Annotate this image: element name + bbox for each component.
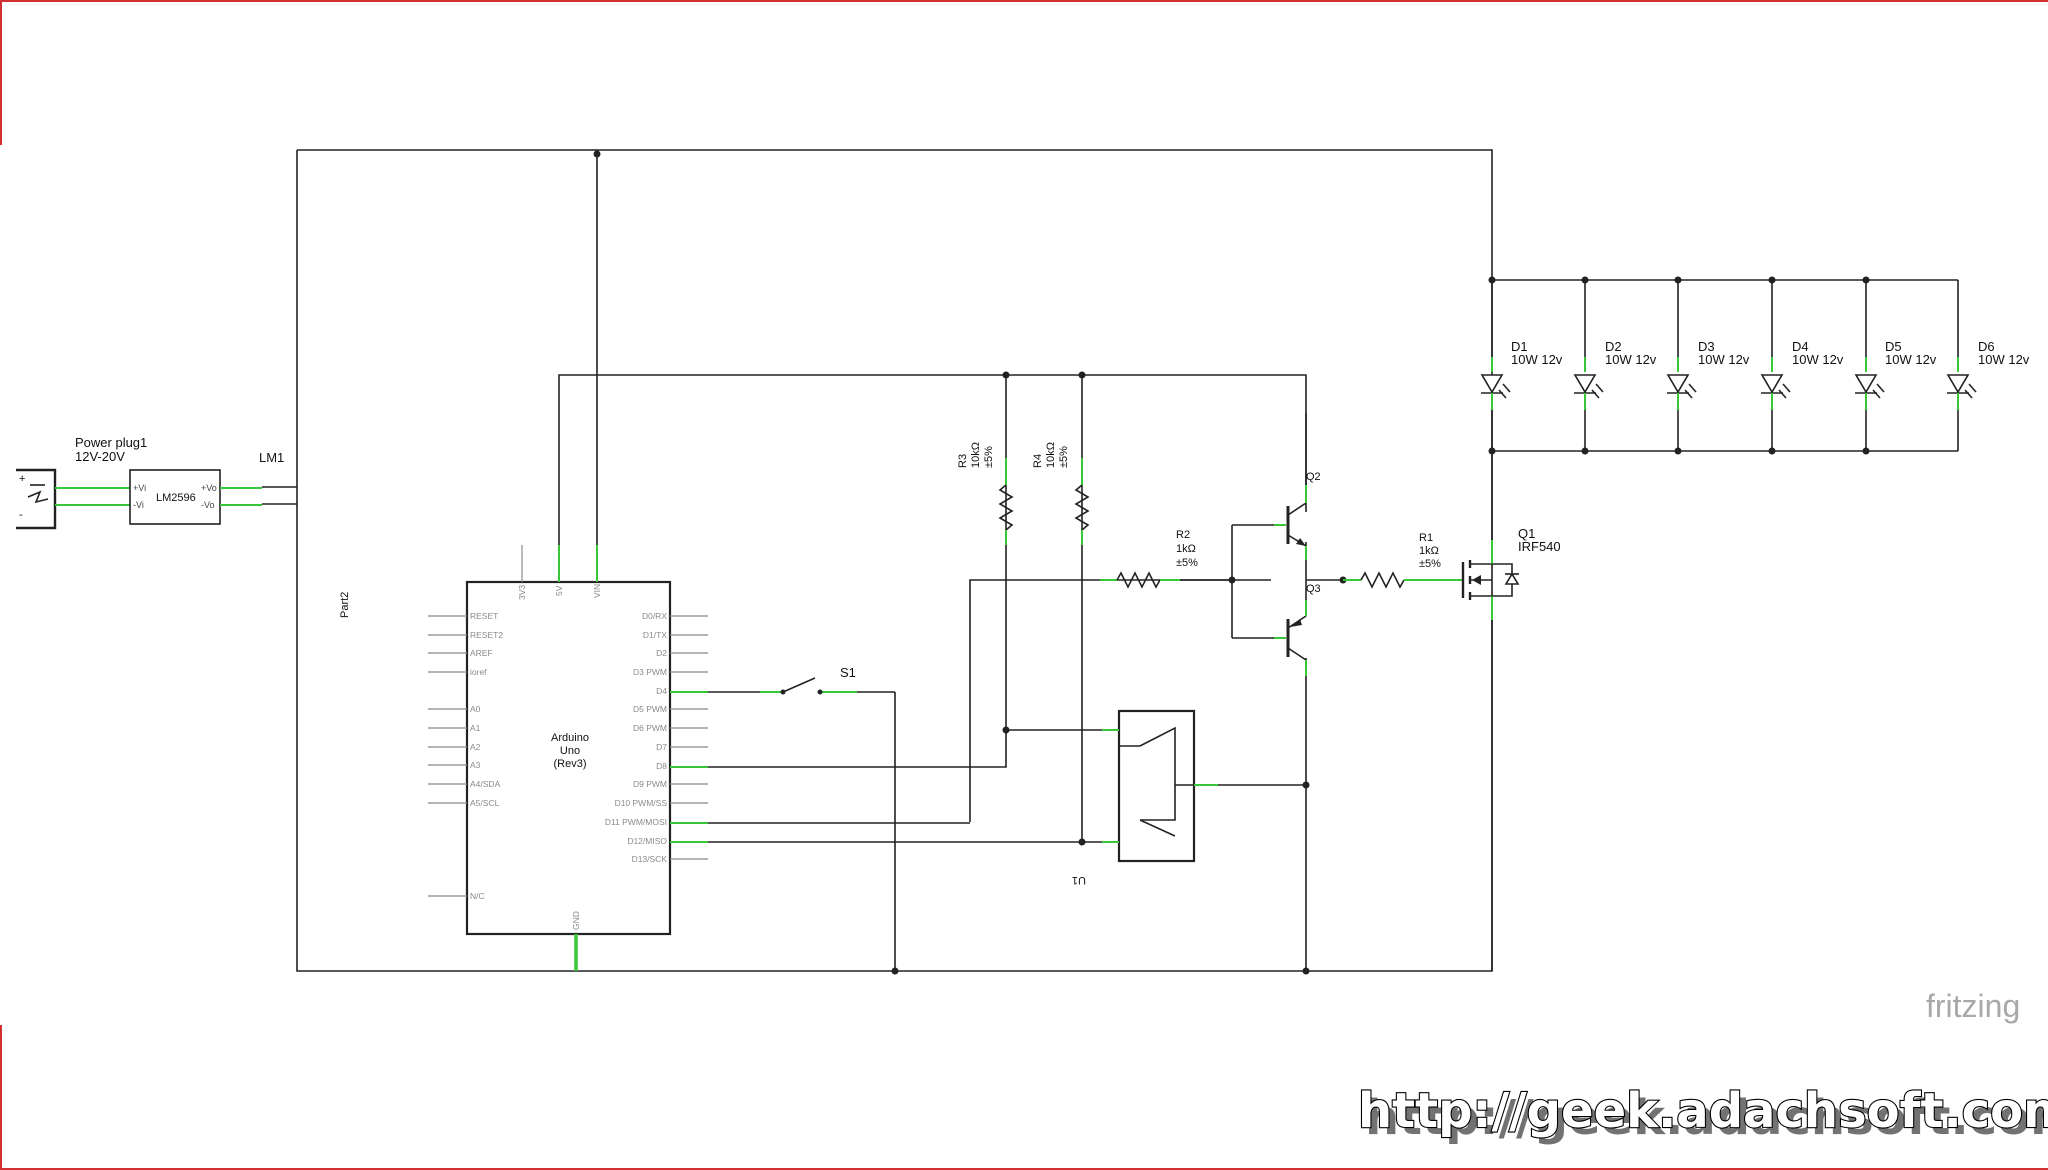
transistor-q3: Q3 <box>1274 583 1321 676</box>
arduino-pin-label: A3 <box>470 760 481 770</box>
led-d1: D1 10W 12v <box>1480 280 1563 451</box>
switch-s1: S1 <box>760 665 857 695</box>
r2-name: R2 <box>1176 529 1190 541</box>
arduino-pin-label: D8 <box>656 761 667 771</box>
power-plus-label: + <box>19 473 25 485</box>
watermark-shadow: http://geek.adachsoft.com <box>1365 1090 2048 1146</box>
arduino-pin-label: RESET <box>470 611 498 621</box>
r1-tol: ±5% <box>1419 558 1441 570</box>
arduino-pin-label: D1/TX <box>643 630 667 640</box>
r4-name: R4 <box>1032 454 1044 468</box>
arduino-pin-label: D0/RX <box>642 611 667 621</box>
resistor-r2: R2 1kΩ ±5% <box>1100 529 1232 589</box>
arduino-pin-label: A2 <box>470 742 481 752</box>
arduino-pin-label: D3 PWM <box>633 667 667 677</box>
arduino-pin-label: N/C <box>470 891 485 901</box>
arduino-right-pins: D0/RX D1/TX D2 D3 PWM D4 D5 PWM D6 PWM D… <box>605 611 708 864</box>
q2-name: Q2 <box>1306 471 1321 483</box>
arduino-pin-label: A4/SDA <box>470 779 501 789</box>
arduino-pin-label: D10 PWM/SS <box>615 798 668 808</box>
r2-tol: ±5% <box>1176 557 1198 569</box>
arduino-pin-vin: VIN <box>592 584 602 598</box>
switch-name: S1 <box>840 665 856 680</box>
arduino-pin-label: A5/SCL <box>470 798 500 808</box>
reg-pin-vi-plus: +Vi <box>133 483 146 493</box>
reg-name: LM1 <box>259 450 284 465</box>
d6-name: D6 <box>1978 339 1995 354</box>
d1-rating: 10W 12v <box>1511 352 1563 367</box>
arduino-pin-label: D9 PWM <box>633 779 667 789</box>
arduino-left-pins: RESET RESET2 AREF ioref A0 A1 A2 A3 A4/S… <box>428 611 503 901</box>
arduino-pin-gnd: GND <box>571 911 581 930</box>
arduino-pin-label: D7 <box>656 742 667 752</box>
lm2596-regulator: +Vi -Vi +Vo -Vo LM2596 LM1 <box>129 450 284 525</box>
arduino-pin-label: D4 <box>656 686 667 696</box>
q1-name: Q1 <box>1518 526 1535 541</box>
fritzing-logo: fritzing <box>1926 988 2020 1024</box>
resistor-r4: R4 10kΩ ±5% <box>1032 442 1090 545</box>
reg-pin-vo-minus: -Vo <box>201 500 215 510</box>
d6-rating: 10W 12v <box>1978 352 2030 367</box>
r3-tol: ±5% <box>983 446 995 468</box>
led-bank: D1 10W 12v D2 10W 12v D3 10W <box>1480 280 2030 451</box>
arduino-pin-label: RESET2 <box>470 630 503 640</box>
relay-name: U1 <box>1072 874 1086 886</box>
power-plug-name: Power plug1 <box>75 435 147 450</box>
arduino-pin-label: D13/SCK <box>632 854 668 864</box>
d2-rating: 10W 12v <box>1605 352 1657 367</box>
r1-value: 1kΩ <box>1419 545 1439 557</box>
d4-name: D4 <box>1792 339 1809 354</box>
led-d5: D5 10W 12v <box>1854 280 1937 451</box>
arduino-pin-label: D11 PWM/MOSI <box>605 817 667 827</box>
power-minus-label: - <box>19 509 23 521</box>
d4-rating: 10W 12v <box>1792 352 1844 367</box>
watermark-url: http://geek.adachsoft.com <box>1358 1083 2048 1139</box>
mosfet-q1: Q1 IRF540 <box>1430 526 1561 620</box>
q3-name: Q3 <box>1306 583 1321 595</box>
led-d6: D6 10W 12v <box>1946 280 2030 451</box>
arduino-title-1: Arduino <box>551 732 589 744</box>
led-d4: D4 10W 12v <box>1760 280 1844 451</box>
r3-value: 10kΩ <box>970 442 982 468</box>
r4-tol: ±5% <box>1058 446 1070 468</box>
d3-rating: 10W 12v <box>1698 352 1750 367</box>
d3-name: D3 <box>1698 339 1715 354</box>
power-plug: + - Power plug1 12V-20V <box>16 435 147 530</box>
transistor-q2: Q2 <box>1274 413 1321 560</box>
resistor-r1: R1 1kΩ ±5% <box>1343 532 1441 589</box>
power-plug-rating: 12V-20V <box>75 449 125 464</box>
arduino-pin-label: D12/MISO <box>627 836 667 846</box>
arduino-title-3: (Rev3) <box>553 758 586 770</box>
arduino-pin-label: ioref <box>470 667 487 677</box>
reg-pin-vo-plus: +Vo <box>201 483 217 493</box>
arduino-pin-label: D5 PWM <box>633 704 667 714</box>
reg-pin-vi-minus: -Vi <box>133 500 144 510</box>
arduino-pin-label: AREF <box>470 648 493 658</box>
r4-value: 10kΩ <box>1045 442 1057 468</box>
d2-name: D2 <box>1605 339 1622 354</box>
r1-name: R1 <box>1419 532 1433 544</box>
relay-u1: U1 <box>1072 709 1218 886</box>
reg-model: LM2596 <box>156 492 196 504</box>
led-d3: D3 10W 12v <box>1666 280 1750 451</box>
arduino-part-label: Part2 <box>339 592 351 618</box>
arduino-pin-label: A0 <box>470 704 481 714</box>
d1-name: D1 <box>1511 339 1528 354</box>
arduino-pin-label: D6 PWM <box>633 723 667 733</box>
led-d2: D2 10W 12v <box>1573 280 1657 451</box>
arduino-uno: Part2 3V3 5V VIN GND RESET RESET2 AREF <box>339 545 708 971</box>
q1-model: IRF540 <box>1518 539 1561 554</box>
resistor-r3: R3 10kΩ ±5% <box>957 442 1014 545</box>
d5-name: D5 <box>1885 339 1902 354</box>
arduino-pin-5v: 5V <box>554 585 564 596</box>
arduino-title-2: Uno <box>560 745 580 757</box>
r2-value: 1kΩ <box>1176 543 1196 555</box>
arduino-pin-3v3: 3V3 <box>517 585 527 600</box>
r3-name: R3 <box>957 454 969 468</box>
arduino-pin-label: D2 <box>656 648 667 658</box>
d5-rating: 10W 12v <box>1885 352 1937 367</box>
arduino-pin-label: A1 <box>470 723 481 733</box>
